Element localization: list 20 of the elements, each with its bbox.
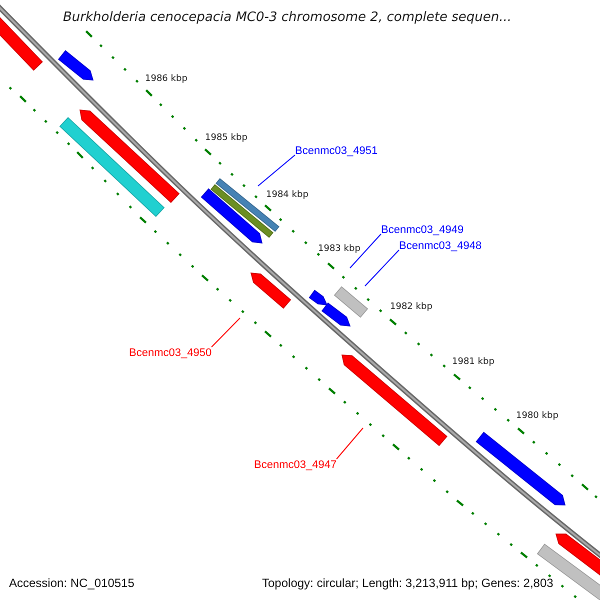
leader-line bbox=[364, 250, 400, 286]
accession-text: Accession: NC_010515 bbox=[9, 576, 134, 590]
genome-summary-text: Topology: circular; Length: 3,213,911 bp; Genes: 2,803 bbox=[262, 576, 554, 590]
scale-label: 1980 kbp bbox=[516, 411, 558, 421]
scale-label: 1986 kbp bbox=[145, 74, 188, 84]
scale-label: 1983 kbp bbox=[318, 244, 360, 254]
gene-label: Bcenmc03_4948 bbox=[399, 240, 482, 252]
leader-line bbox=[336, 428, 364, 460]
leader-line bbox=[350, 234, 382, 268]
scale-label: 1981 kbp bbox=[452, 357, 494, 367]
gene-label: Bcenmc03_4951 bbox=[295, 145, 378, 157]
scale-label: 1985 kbp bbox=[205, 133, 248, 143]
scale-label: 1982 kbp bbox=[390, 302, 432, 312]
gene-label: Bcenmc03_4947 bbox=[254, 459, 337, 471]
title: Burkholderia cenocepacia MC0-3 chromosome 2, complete sequen... bbox=[63, 10, 512, 25]
leader-line bbox=[211, 318, 240, 348]
gene-label: Bcenmc03_4949 bbox=[381, 224, 464, 236]
gene-label: Bcenmc03_4950 bbox=[129, 347, 212, 359]
scale-label: 1984 kbp bbox=[266, 190, 308, 200]
leader-line bbox=[258, 154, 296, 186]
